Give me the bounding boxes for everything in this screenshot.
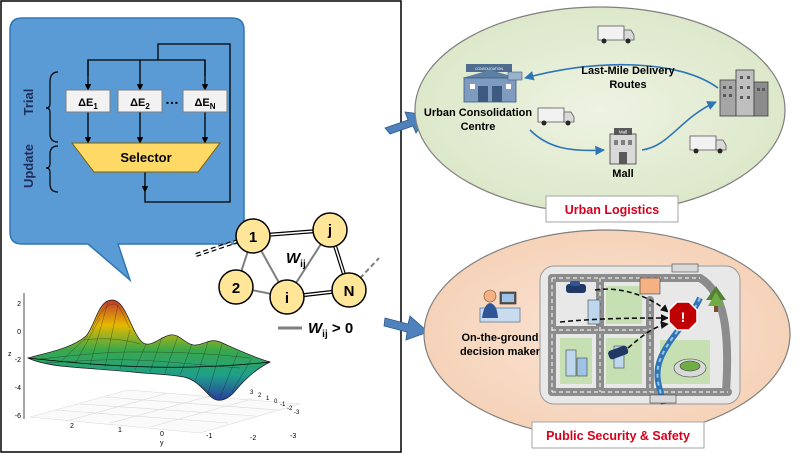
x-tick: -1 bbox=[206, 433, 212, 440]
svg-text:i: i bbox=[285, 290, 289, 307]
delta-e-box-1: ΔE1 bbox=[65, 89, 111, 113]
consolidation-centre-label: Urban Consolidation bbox=[424, 107, 532, 119]
x-tick: 2 bbox=[70, 423, 74, 430]
svg-text:ΔE2: ΔE2 bbox=[130, 97, 150, 111]
update-brace bbox=[45, 145, 59, 193]
ellipsis: … bbox=[165, 91, 179, 107]
z-tick: -2 bbox=[15, 357, 21, 364]
x-axis-label: y bbox=[160, 440, 164, 447]
consolidation-centre-label-2: Centre bbox=[461, 121, 496, 133]
surface-mesh bbox=[27, 299, 271, 401]
node-j: j bbox=[312, 212, 348, 248]
node-i: i bbox=[269, 279, 305, 315]
mall-label: Mall bbox=[612, 168, 633, 180]
police-car-icon bbox=[608, 345, 629, 360]
svg-text:ΔEN: ΔEN bbox=[194, 97, 215, 111]
arrow-to-safety bbox=[383, 315, 429, 341]
consolidation-centre-icon: CONSOLIDATION bbox=[462, 64, 523, 103]
public-safety-caption: Public Security & Safety bbox=[546, 429, 690, 443]
svg-text:Selector: Selector bbox=[120, 150, 171, 165]
routes-label-2: Routes bbox=[609, 79, 646, 91]
svg-text:Mall: Mall bbox=[619, 130, 627, 135]
network-graph: 1 j 2 i N Wij bbox=[195, 212, 380, 315]
trial-brace bbox=[45, 71, 59, 143]
truck-icon bbox=[537, 107, 575, 126]
feedback-loop bbox=[84, 43, 231, 203]
z-tick: -6 bbox=[15, 413, 21, 420]
y-tick: 2 bbox=[258, 393, 262, 399]
svg-text:CONSOLIDATION: CONSOLIDATION bbox=[475, 67, 503, 71]
svg-text:j: j bbox=[327, 222, 332, 239]
z-tick: 0 bbox=[17, 329, 21, 336]
urban-logistics-caption: Urban Logistics bbox=[565, 203, 660, 217]
weight-label: Wij bbox=[286, 250, 306, 270]
truck-icon bbox=[597, 25, 635, 44]
trial-label: Trial bbox=[21, 89, 36, 116]
y-tick: 0 bbox=[274, 399, 278, 405]
y-tick: 3 bbox=[250, 390, 254, 396]
update-label: Update bbox=[21, 144, 36, 188]
node-1: 1 bbox=[235, 218, 271, 254]
x-tick: 1 bbox=[118, 427, 122, 434]
y-tick: -1 bbox=[280, 402, 286, 408]
y-tick: -2 bbox=[287, 406, 293, 412]
delta-e-box-2: ΔE2 bbox=[117, 89, 163, 113]
svg-text:ΔE1: ΔE1 bbox=[78, 97, 98, 111]
mall-icon: Mall bbox=[609, 128, 637, 165]
svg-text:Wij > 0: Wij > 0 bbox=[308, 320, 353, 340]
svg-text:1: 1 bbox=[249, 229, 257, 246]
police-car-icon bbox=[566, 281, 586, 293]
delivery-route-arrows bbox=[524, 63, 719, 156]
truck-icon bbox=[689, 135, 727, 154]
routes-label: Last-Mile Delivery bbox=[581, 65, 675, 77]
alert-stop-sign-icon: ! bbox=[668, 301, 698, 331]
selector-block: Selector bbox=[70, 142, 222, 173]
edge-legend: Wij > 0 bbox=[278, 320, 353, 340]
y-tick: 1 bbox=[266, 396, 270, 402]
decision-maker-label: On-the-ground bbox=[462, 332, 539, 344]
decision-maker-label-2: decision maker bbox=[460, 346, 541, 358]
svg-text:N: N bbox=[344, 283, 355, 300]
city-buildings-icon bbox=[719, 69, 769, 117]
node-2: 2 bbox=[218, 269, 254, 305]
svg-text:2: 2 bbox=[232, 280, 240, 297]
mesh-lines bbox=[39, 301, 253, 399]
y-tick: -3 bbox=[294, 410, 300, 416]
z-tick: -4 bbox=[15, 385, 21, 392]
city-map-illustration: ! bbox=[539, 263, 741, 405]
z-tick: 2 bbox=[17, 301, 21, 308]
x-tick: -2 bbox=[250, 435, 256, 442]
z-axis-label: z bbox=[8, 351, 12, 358]
x-tick: 0 bbox=[160, 431, 164, 438]
x-tick: -3 bbox=[290, 433, 296, 440]
delta-e-box-n: ΔEN bbox=[182, 89, 228, 113]
surface-plot: z 2 0 -2 -4 -6 2 1 0 bbox=[8, 293, 301, 447]
decision-maker-icon bbox=[479, 289, 521, 323]
svg-text:!: ! bbox=[681, 309, 686, 325]
node-n: N bbox=[331, 272, 367, 308]
floor-grid bbox=[29, 389, 301, 434]
urban-logistics-caption-box bbox=[545, 195, 679, 223]
public-safety-caption-box bbox=[531, 421, 705, 449]
